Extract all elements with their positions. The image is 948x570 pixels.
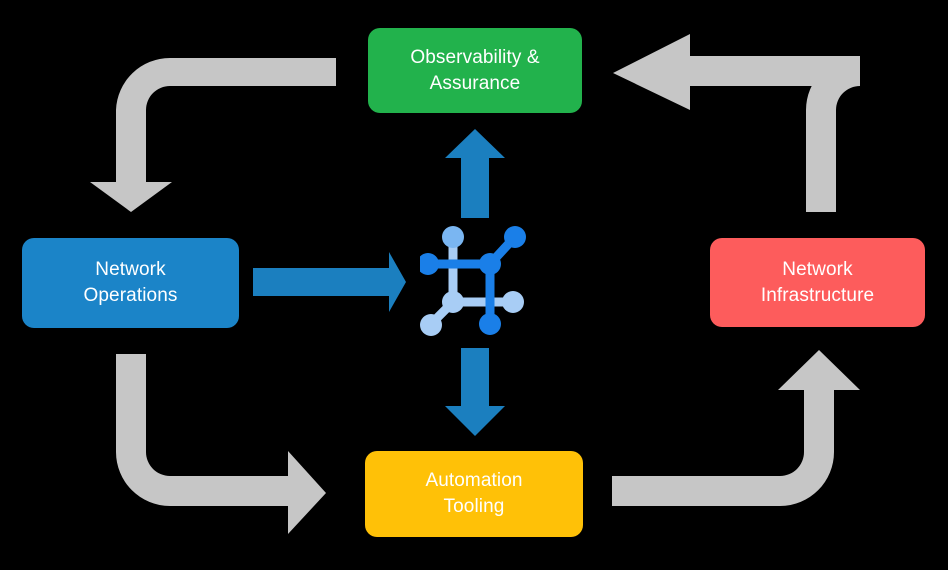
node-automation-tooling[interactable]: Automation Tooling [365,451,583,537]
gray-arrow-observability-to-operations [90,57,336,213]
topology-node-top-right-dark [504,226,526,248]
gray-arrow-operations-to-automation [116,354,326,534]
network-topology-icon [420,226,526,336]
gray-arrow-automation-to-infrastructure [612,350,860,506]
node-network-operations[interactable]: Network Operations [22,238,239,328]
blue-arrow-center-to-automation [445,348,505,436]
topology-node-top-light [442,226,464,248]
node-observability-assurance[interactable]: Observability & Assurance [368,28,582,113]
topology-node-right-light [502,291,524,313]
gray-arrow-infrastructure-to-observability [613,34,860,212]
node-network-infrastructure[interactable]: Network Infrastructure [710,238,925,327]
blue-arrow-operations-to-center [253,252,406,312]
topology-node-left-dark [420,253,439,275]
topology-node-bottom-left-light [420,314,442,336]
topology-node-hub-dark [479,253,501,275]
topology-node-bottom-dark [479,313,501,335]
topology-node-mid-left-light [442,291,464,313]
blue-arrow-center-to-observability [445,129,505,218]
